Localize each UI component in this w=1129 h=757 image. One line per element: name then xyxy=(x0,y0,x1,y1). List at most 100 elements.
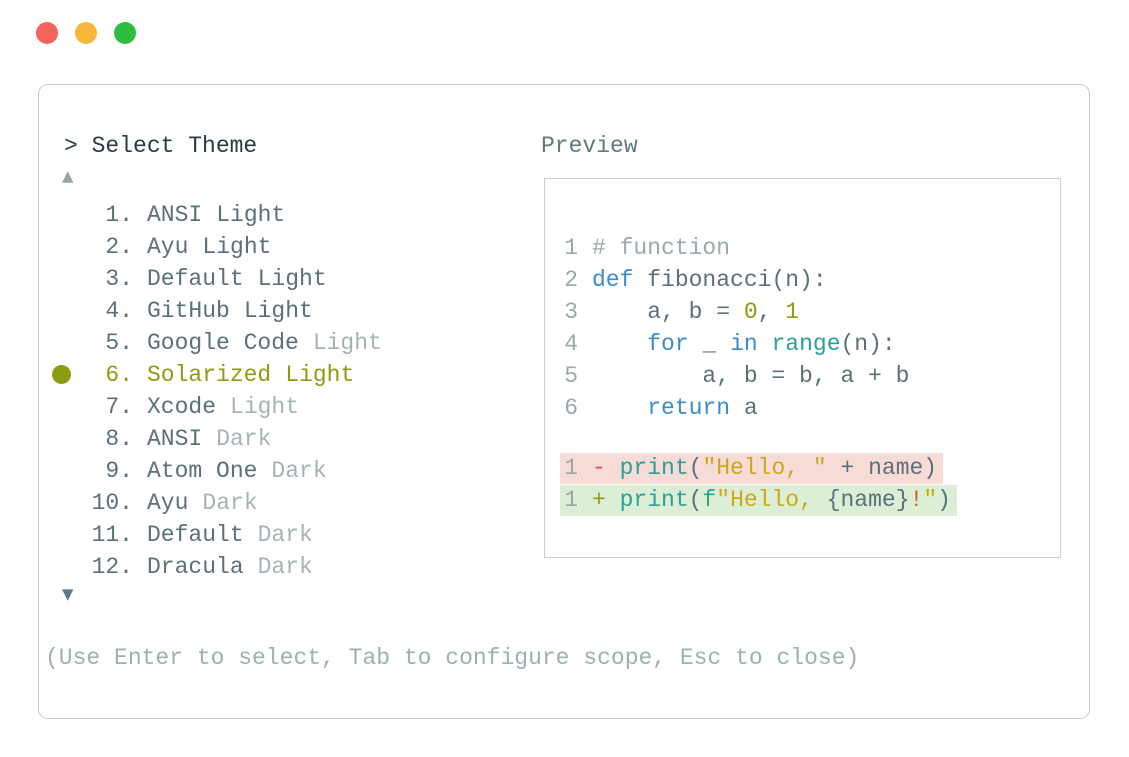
line-number: 1 xyxy=(564,487,578,513)
theme-variant: Light xyxy=(216,202,286,228)
marker-space xyxy=(50,295,78,327)
marker-space xyxy=(50,231,78,263)
code-token: range xyxy=(771,331,841,357)
diff-line-removed: 1- print("Hello, " + name) xyxy=(560,453,944,484)
code-token: (n): xyxy=(840,331,896,357)
marker-space xyxy=(50,263,78,295)
theme-list-item[interactable]: 12. Dracula Dark xyxy=(50,551,382,583)
theme-name: GitHub xyxy=(147,298,230,324)
line-number: 4 xyxy=(564,331,578,357)
code-token: f xyxy=(702,487,717,513)
code-line: 3 a, b = 0, 1 xyxy=(564,296,909,328)
selected-bullet-icon xyxy=(50,359,78,391)
bullet-dot-icon xyxy=(52,365,71,384)
theme-list-item[interactable]: 1. ANSI Light xyxy=(50,199,382,231)
theme-number: 11. xyxy=(91,522,133,548)
marker-space xyxy=(50,391,78,423)
code-token: "Hello, xyxy=(716,487,827,513)
code-token: return xyxy=(647,395,731,421)
theme-list-item[interactable]: 6. Solarized Light xyxy=(50,359,382,391)
theme-variant: Light xyxy=(312,330,382,356)
diff-preview-lines: 1- print("Hello, " + name)1+ print(f"Hel… xyxy=(560,453,957,517)
theme-number: 7. xyxy=(105,394,133,420)
theme-name: ANSI xyxy=(147,426,203,452)
code-token: ! xyxy=(909,487,924,513)
theme-name: Default xyxy=(147,522,244,548)
marker-space xyxy=(50,551,78,583)
code-token: 1 xyxy=(785,299,800,325)
theme-variant: Dark xyxy=(271,458,327,484)
theme-variant: Dark xyxy=(257,522,313,548)
theme-variant: Light xyxy=(230,394,300,420)
theme-list-item[interactable]: 3. Default Light xyxy=(50,263,382,295)
code-token: a, b = xyxy=(592,299,744,325)
line-number: 2 xyxy=(564,267,578,293)
theme-number: 10. xyxy=(91,490,133,516)
scroll-down-icon[interactable]: ▼ xyxy=(62,583,74,605)
theme-number: 4. xyxy=(105,298,133,324)
preview-title: Preview xyxy=(541,133,638,159)
code-token: {name} xyxy=(826,487,910,513)
theme-number: 6. xyxy=(105,362,133,388)
code-line: 6 return a xyxy=(564,392,909,424)
theme-name: Default xyxy=(147,266,244,292)
theme-name: Google Code xyxy=(147,330,299,356)
code-token: + xyxy=(592,487,606,513)
theme-variant: Light xyxy=(285,362,355,388)
window-controls xyxy=(36,22,136,44)
code-token: in xyxy=(730,331,758,357)
line-number: 6 xyxy=(564,395,578,421)
theme-name: ANSI xyxy=(147,202,203,228)
code-token: - xyxy=(592,455,606,481)
diff-line-added: 1+ print(f"Hello, {name}!") xyxy=(560,485,957,516)
code-token xyxy=(606,487,620,513)
code-token: def xyxy=(592,267,634,293)
theme-name: Ayu xyxy=(147,234,189,260)
code-line: 5 a, b = b, a + b xyxy=(564,360,909,392)
theme-name: Solarized xyxy=(147,362,272,388)
theme-list-item[interactable]: 7. Xcode Light xyxy=(50,391,382,423)
theme-number: 3. xyxy=(105,266,133,292)
zoom-button[interactable] xyxy=(114,22,136,44)
footer-hint: (Use Enter to select, Tab to configure s… xyxy=(45,645,860,671)
theme-name: Xcode xyxy=(147,394,217,420)
code-token xyxy=(592,331,647,357)
marker-space xyxy=(50,423,78,455)
theme-variant: Dark xyxy=(202,490,258,516)
code-token: 0 xyxy=(743,299,758,325)
code-token: fibonacci(n): xyxy=(633,267,827,293)
code-line: 2 def fibonacci(n): xyxy=(564,264,909,296)
close-button[interactable] xyxy=(36,22,58,44)
code-token: a xyxy=(730,395,758,421)
minimize-button[interactable] xyxy=(75,22,97,44)
code-token xyxy=(758,331,772,357)
line-number: 3 xyxy=(564,299,578,325)
theme-list-item[interactable]: 11. Default Dark xyxy=(50,519,382,551)
code-line: 4 for _ in range(n): xyxy=(564,328,909,360)
theme-variant: Light xyxy=(202,234,272,260)
code-token: ) xyxy=(937,487,951,513)
theme-variant: Light xyxy=(257,266,327,292)
marker-space xyxy=(50,455,78,487)
code-token: ( xyxy=(688,487,703,513)
theme-name: Dracula xyxy=(147,554,244,580)
code-token: , xyxy=(757,299,786,325)
line-number: 5 xyxy=(564,363,578,389)
theme-number: 1. xyxy=(105,202,133,228)
code-token: for xyxy=(647,331,689,357)
theme-variant: Dark xyxy=(257,554,313,580)
code-token xyxy=(606,455,620,481)
code-token: " xyxy=(923,487,938,513)
scroll-up-icon[interactable]: ▲ xyxy=(62,165,74,187)
theme-number: 12. xyxy=(91,554,133,580)
code-token: "Hello, " xyxy=(702,455,827,481)
code-token: print xyxy=(619,455,689,481)
